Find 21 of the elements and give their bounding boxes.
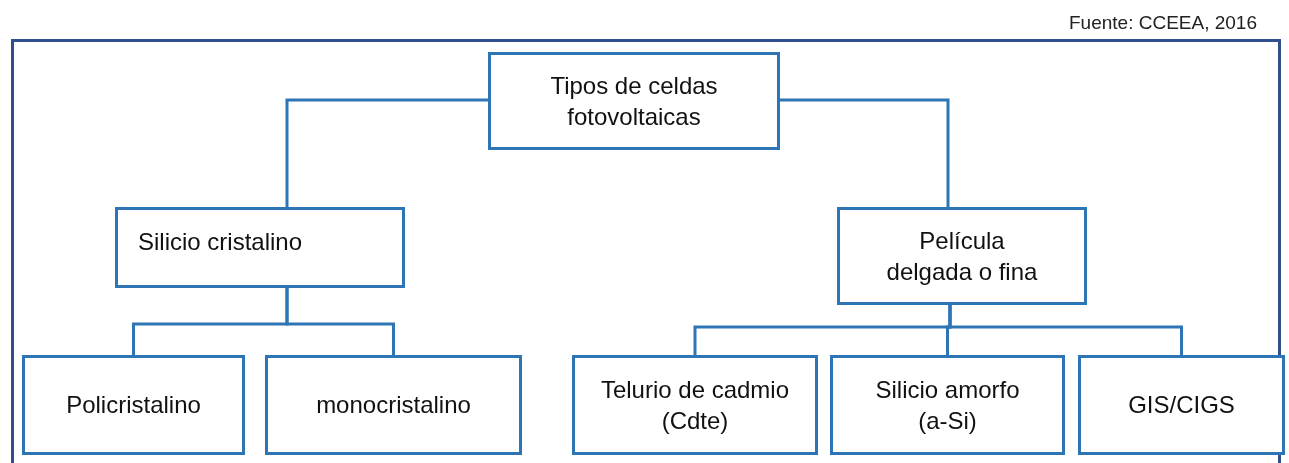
- category-box: [837, 207, 1087, 305]
- box-label: monocristalino: [316, 390, 471, 421]
- box-label: Telurio de cadmio (Cdte): [599, 374, 791, 436]
- box-label: Silicio amorfo (a-Si): [874, 374, 1021, 436]
- category-box: [265, 355, 522, 455]
- source-note: Fuente: CCEEA, 2016: [1069, 12, 1257, 34]
- category-box: [488, 52, 780, 150]
- box-label: Tipos de celdas fotovoltaicas: [549, 70, 719, 132]
- category-box: [830, 355, 1065, 455]
- box-label: Silicio cristalino: [138, 226, 303, 257]
- category-box: [22, 355, 245, 455]
- box-label: Policristalino: [66, 390, 201, 421]
- box-label: GIS/CIGS: [1128, 390, 1235, 421]
- category-box: [1078, 355, 1285, 455]
- connector-line: [948, 305, 1183, 355]
- category-box: [115, 207, 405, 288]
- connector-line: [285, 288, 395, 355]
- connector-line: [285, 98, 488, 207]
- category-box: [572, 355, 818, 455]
- connector-line: [780, 98, 950, 207]
- box-label: Película delgada o fina: [885, 225, 1039, 287]
